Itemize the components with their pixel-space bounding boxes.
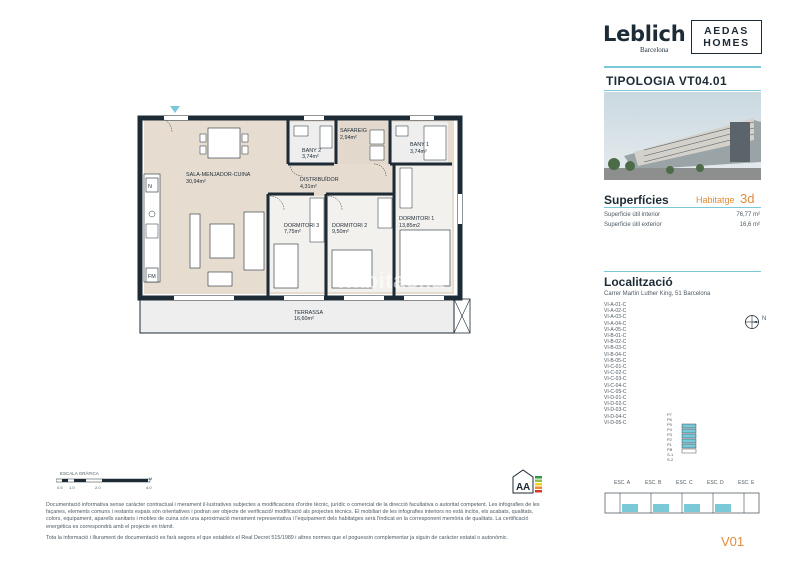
stair-label: ESC. C [676, 480, 693, 486]
level-label: P7 [667, 412, 672, 417]
building-levels-diagram [681, 423, 697, 454]
disclaimer-text-2: Tota la informació i lliurament de docum… [46, 535, 509, 541]
interior-area-label: Superficie útil interior [604, 212, 661, 218]
divider [604, 90, 761, 91]
level-label: S-2 [667, 457, 674, 462]
room-label-dormitori2: DORMITORI 2 [332, 223, 367, 229]
stair-label: ESC. E [738, 480, 755, 486]
unit-item: VI-D-05-C [604, 419, 627, 426]
unit-item: VI-D-01-C [604, 395, 627, 402]
tipologia-title: TIPOLOGIA VT04.01 [606, 74, 728, 88]
building-photo [604, 92, 761, 180]
room-label-terrassa: TERRASSA [294, 310, 323, 316]
unit-item: VI-C-02-C [604, 370, 627, 377]
level-label: P5 [667, 422, 672, 427]
unit-list: VI-A-01-C VI-A-02-C VI-A-03-C VI-A-04-C … [604, 302, 664, 426]
stair-label: ESC. B [645, 480, 662, 486]
scale-tick: 2.0 [95, 485, 101, 490]
unit-item: VI-C-01-C [604, 364, 627, 371]
divider [604, 66, 761, 68]
stair-label: ESC. D [707, 480, 724, 486]
unit-item: VI-B-05-C [604, 357, 627, 364]
room-label-distribuidor: DISTRIBUÏDOR [300, 176, 339, 183]
divider [604, 207, 761, 208]
stair-label: ESC. A [614, 480, 631, 486]
compass-north-label: N [762, 316, 767, 322]
room-area-dormitori3: 7,75m² [284, 229, 301, 235]
energy-rating-icon: A A [512, 469, 542, 494]
svg-text:A: A [523, 482, 530, 493]
brand-aedas-logo: AEDAS HOMES [691, 20, 762, 54]
room-area-sala: 30,94m² [186, 179, 206, 185]
habitatge-value: 3d [740, 191, 755, 206]
unit-item: VI-D-04-C [604, 413, 627, 420]
svg-text:A: A [516, 482, 523, 493]
superficies-title: Superfícies [604, 193, 669, 207]
room-label-sala: SALA-MENJADOR-CUINA [186, 172, 251, 178]
unit-item: VI-B-01-C [604, 333, 627, 340]
scale-tick: 4.0 [146, 485, 152, 490]
room-area-dormitori2: 9,50m² [332, 229, 349, 235]
interior-area-value: 76,77 m² [736, 212, 760, 218]
room-label-bany1: BANY 1 [410, 142, 429, 148]
level-label: PB [667, 447, 673, 452]
scale-title: ESCALA GRÀFICA [60, 471, 99, 476]
floor-plan: SALA-MENJADOR-CUINA 30,94m² BANY 2 3,74m… [137, 106, 471, 334]
unit-item: VI-A-03-C [604, 314, 627, 321]
divider [604, 271, 761, 272]
exterior-area-label: Superficie útil exterior [604, 222, 662, 228]
scale-tick: 0.5 [57, 485, 63, 490]
entrance-arrow [170, 106, 180, 113]
room-area-bany1: 3,74m² [410, 149, 427, 155]
level-label: P3 [667, 432, 672, 437]
level-label: P1 [667, 442, 672, 447]
exterior-area-value: 16,6 m² [739, 222, 760, 228]
brand-leblich-logo: Leblich [603, 22, 686, 46]
scale-tick: 1.0 [69, 485, 75, 490]
room-area-distribuidor: 4,31m² [300, 184, 317, 190]
disclaimer-text: Documentació informativa sense caràcter … [46, 502, 540, 530]
stair-key-plan [604, 492, 760, 514]
level-label: P6 [667, 417, 672, 422]
level-label: P2 [667, 437, 672, 442]
unit-item: VI-A-05-C [604, 326, 627, 333]
room-area-terrassa: 16,60m² [294, 316, 314, 322]
unit-item: VI-C-03-C [604, 376, 627, 383]
unit-item: VI-D-02-C [604, 401, 627, 408]
unit-item: VI-A-02-C [604, 308, 627, 315]
address: Carrer Martin Luther King, 51 Barcelona [604, 291, 711, 297]
scale-graphic [56, 478, 151, 483]
room-label-dormitori1: DORMITORI 1 [399, 216, 434, 222]
room-label-dormitori3: DORMITORI 3 [284, 223, 319, 229]
unit-item: VI-B-03-C [604, 345, 627, 352]
unit-item: VI-C-04-C [604, 382, 627, 389]
room-area-dormitori1: 13,85m2 [399, 223, 420, 229]
brand-leblich-sub: Barcelona [640, 46, 669, 54]
terrace-area [139, 298, 455, 334]
room-area-bany2: 3,74m² [302, 154, 319, 160]
unit-item: VI-A-01-C [604, 302, 627, 308]
unit-item: VI-A-04-C [604, 320, 627, 327]
version-label: V01 [721, 534, 745, 549]
level-label: S-1 [667, 452, 674, 457]
room-area-safareig: 2,94m² [340, 135, 357, 141]
unit-item: VI-C-05-C [604, 388, 627, 395]
unit-item: VI-D-03-C [604, 407, 627, 414]
level-labels: P7 P6 P5 P4 P3 P2 P1 PB S-1 S-2 [667, 412, 677, 462]
watermark: habitaclia [338, 268, 445, 293]
room-label-bany2: BANY 2 [302, 148, 321, 154]
fixture-label-fm: FM [148, 274, 156, 280]
habitatge-label: Habitatge [696, 195, 735, 205]
level-label: P4 [667, 427, 672, 432]
unit-item: VI-B-04-C [604, 351, 627, 358]
fixture-label-n: N [148, 184, 152, 190]
compass-icon [745, 315, 759, 329]
scale-unit: M [149, 476, 153, 481]
localitzacio-title: Localització [604, 275, 673, 289]
unit-item: VI-B-02-C [604, 339, 627, 346]
room-label-safareig: SAFAREIG [340, 128, 367, 134]
